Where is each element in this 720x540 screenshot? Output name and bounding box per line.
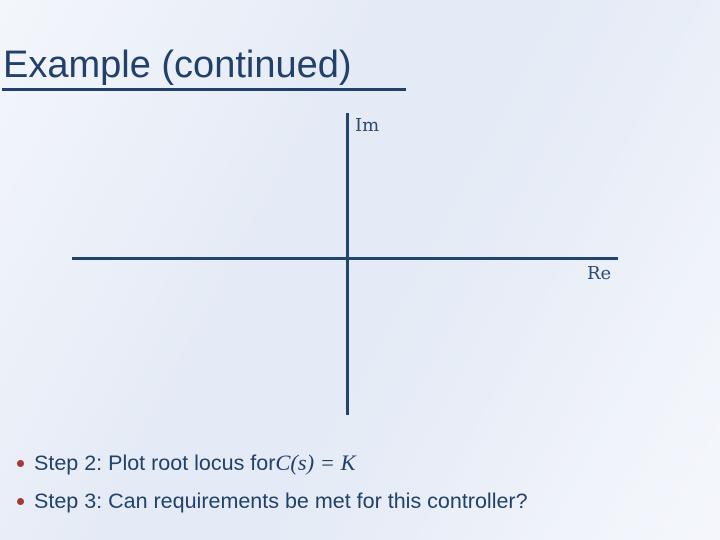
bullet-item-step3: Step 3: Can requirements be met for this… [17, 482, 528, 520]
imaginary-axis-line [346, 113, 349, 415]
re-axis-label: Re [587, 263, 612, 284]
real-axis-line [72, 257, 618, 260]
bullet-item-step2: Step 2: Plot root locus for C(s) = K [17, 444, 528, 482]
bullet-dot-icon [17, 460, 24, 467]
bullet-text-step2: Step 2: Plot root locus for [34, 450, 276, 475]
im-axis-label: Im [355, 115, 380, 136]
math-expression-cs-equals-k: C(s) = K [275, 450, 356, 475]
title-underline [2, 88, 406, 91]
slide-title: Example (continued) [3, 44, 352, 86]
bullet-text-step3: Step 3: Can requirements be met for this… [34, 488, 528, 513]
bullet-list: Step 2: Plot root locus for C(s) = K Ste… [17, 444, 528, 520]
bullet-dot-icon [17, 498, 24, 505]
